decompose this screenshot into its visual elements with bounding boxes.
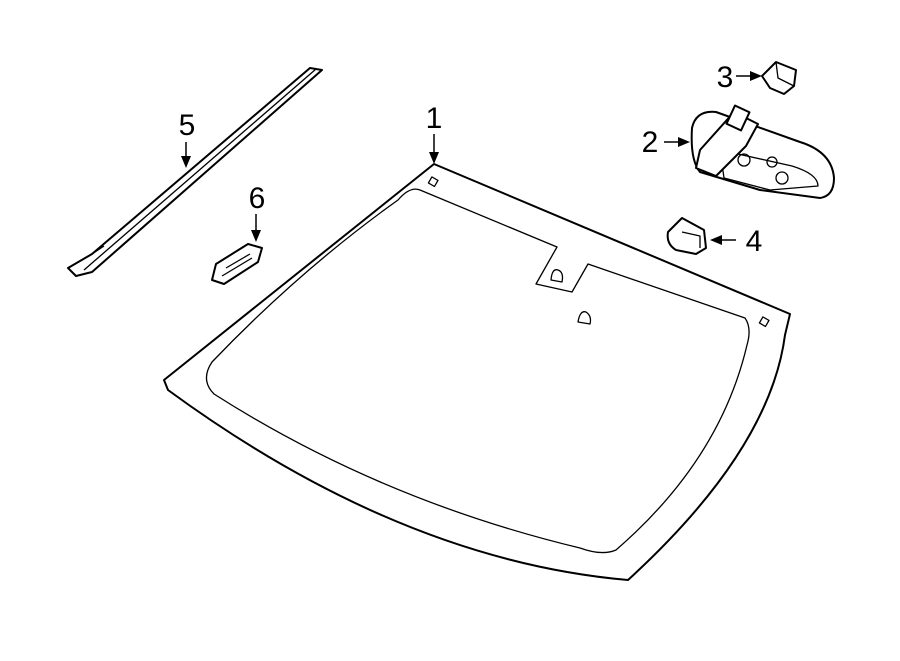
callout-6: 6: [249, 182, 266, 215]
pillar-molding-part-5: [67, 67, 323, 277]
corner-marker-left: [427, 176, 439, 188]
molding-center-line: [83, 68, 317, 271]
callout-3: 3: [717, 61, 734, 94]
molding-end-detail: [91, 245, 105, 255]
clip-fold-line: [775, 61, 795, 87]
corner-marker-right: [758, 316, 770, 328]
windshield-part-1: [163, 163, 791, 581]
cover-body: [666, 217, 707, 255]
mirror-sensor-right: [775, 171, 789, 185]
windshield-inner-frit-line: [205, 188, 750, 554]
retainer-body: [211, 243, 263, 285]
mirror-mount-block: [725, 104, 751, 132]
callout-4: 4: [746, 225, 763, 258]
cover-fold-line: [681, 231, 701, 248]
rear-view-mirror-part-2: [690, 104, 835, 199]
retainer-slot-lower: [221, 257, 253, 277]
clip-part-3: [761, 61, 797, 95]
callout-2: 2: [642, 126, 659, 159]
leader-4: [710, 235, 736, 245]
retainer-slot-upper: [225, 253, 251, 269]
mirror-glass-rim: [719, 149, 819, 191]
leader-5: [181, 142, 191, 168]
mirror-pivot-ball: [737, 153, 751, 167]
callout-1: 1: [426, 102, 443, 135]
windshield-outer-edge: [163, 163, 791, 581]
leader-2: [664, 137, 690, 147]
mirror-mount-button: [577, 311, 592, 325]
cover-part-4: [666, 217, 707, 255]
retainer-part-6: [211, 243, 263, 285]
sensor-notch-button: [550, 269, 564, 283]
leader-6: [251, 214, 261, 242]
leader-3: [736, 71, 762, 81]
molding-strip: [67, 67, 323, 277]
leader-1: [429, 134, 439, 164]
mirror-sensor-left: [766, 156, 778, 168]
callout-5: 5: [179, 109, 196, 142]
